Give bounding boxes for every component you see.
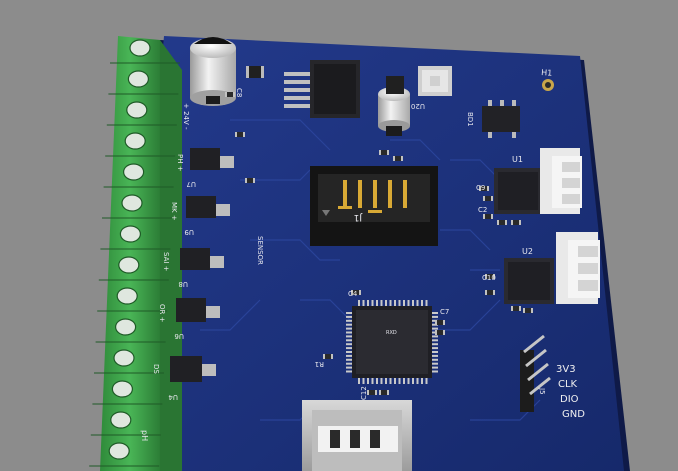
label-bd1: BD1 bbox=[466, 112, 474, 127]
label-c2: C2 bbox=[478, 206, 487, 214]
swd-header bbox=[520, 334, 551, 412]
passive-components bbox=[225, 92, 533, 395]
label-ph-bottom: pH bbox=[140, 430, 149, 441]
label-c7: C7 bbox=[440, 308, 449, 316]
terminal-screw bbox=[123, 163, 145, 181]
label-or: OR + bbox=[158, 304, 166, 323]
label-c10: C10 bbox=[482, 274, 496, 282]
connector-jst-1 bbox=[540, 148, 582, 214]
label-c4: C4 bbox=[348, 290, 358, 298]
voltage-regulator bbox=[284, 60, 360, 118]
label-u20: U20 bbox=[411, 102, 425, 110]
microcontroller bbox=[346, 300, 438, 384]
terminal-screw bbox=[113, 349, 135, 367]
connector-jst-2 bbox=[556, 232, 600, 304]
label-c9: C9 bbox=[476, 184, 485, 192]
label-u2: U2 bbox=[522, 247, 533, 256]
terminal-screw bbox=[126, 101, 148, 119]
label-mk: MK + bbox=[170, 202, 178, 221]
swd-label-dio: DIO bbox=[560, 394, 579, 405]
terminal-screw bbox=[121, 194, 143, 212]
label-rxd: RXD bbox=[386, 330, 397, 336]
chip-u8 bbox=[180, 248, 224, 270]
box-header bbox=[310, 166, 438, 246]
sensor-chips bbox=[170, 148, 234, 382]
smd-cap-near-c8 bbox=[246, 66, 264, 78]
silkscreen-labels: H1 C8 U20 BD1 U1 U2 C10 C9 C2 C4 R1 J1 C… bbox=[140, 68, 553, 441]
swd-label-gnd: GND bbox=[562, 409, 585, 420]
swd-label-3v3: 3V3 bbox=[556, 364, 576, 375]
smd-u20-side bbox=[386, 76, 404, 94]
chip-u2 bbox=[504, 258, 554, 304]
chip-u7 bbox=[190, 148, 234, 170]
terminal-screw bbox=[116, 287, 138, 305]
terminal-screw bbox=[129, 39, 151, 57]
label-u6: U6 bbox=[174, 332, 184, 340]
chip-u1 bbox=[494, 168, 542, 214]
label-j5: J5 bbox=[538, 387, 546, 395]
label-ph: PH + bbox=[176, 154, 184, 172]
swd-label-clk: CLK bbox=[558, 379, 578, 390]
label-u7: U7 bbox=[186, 180, 196, 188]
label-c12: C12 bbox=[360, 386, 368, 400]
terminal-screw bbox=[119, 225, 141, 243]
terminal-screw bbox=[114, 318, 137, 336]
label-u9: U9 bbox=[184, 228, 194, 236]
pcb-board bbox=[120, 36, 630, 471]
terminal-screw bbox=[127, 70, 149, 88]
terminal-screw bbox=[108, 442, 130, 460]
inductor-u20 bbox=[418, 66, 452, 96]
label-r1: R1 bbox=[315, 360, 324, 368]
label-c8: C8 bbox=[235, 88, 243, 97]
label-u4: U4 bbox=[168, 393, 178, 401]
label-sensor: SENSOR bbox=[256, 236, 264, 265]
usb-a-connector bbox=[302, 400, 412, 471]
terminal-screw bbox=[110, 411, 132, 429]
capacitor-c8 bbox=[190, 37, 236, 106]
chip-u6 bbox=[176, 298, 220, 322]
chip-u4 bbox=[170, 356, 216, 382]
label-h1: H1 bbox=[541, 68, 553, 78]
chip-bd1 bbox=[482, 100, 520, 138]
label-u8: U8 bbox=[178, 280, 188, 288]
terminal-screw bbox=[124, 132, 146, 150]
terminal-screw bbox=[111, 380, 134, 398]
terminal-screw bbox=[118, 256, 140, 274]
label-j1: J1 bbox=[354, 212, 363, 222]
label-u1: U1 bbox=[512, 155, 523, 164]
label-sai: SAI + bbox=[162, 252, 170, 272]
label-24v: + 24V - bbox=[182, 103, 190, 130]
label-ds: DS bbox=[152, 364, 160, 374]
chip-u9 bbox=[186, 196, 230, 218]
swd-pin-labels: 3V3 CLK DIO GND bbox=[556, 364, 585, 420]
capacitor-small bbox=[378, 87, 410, 136]
